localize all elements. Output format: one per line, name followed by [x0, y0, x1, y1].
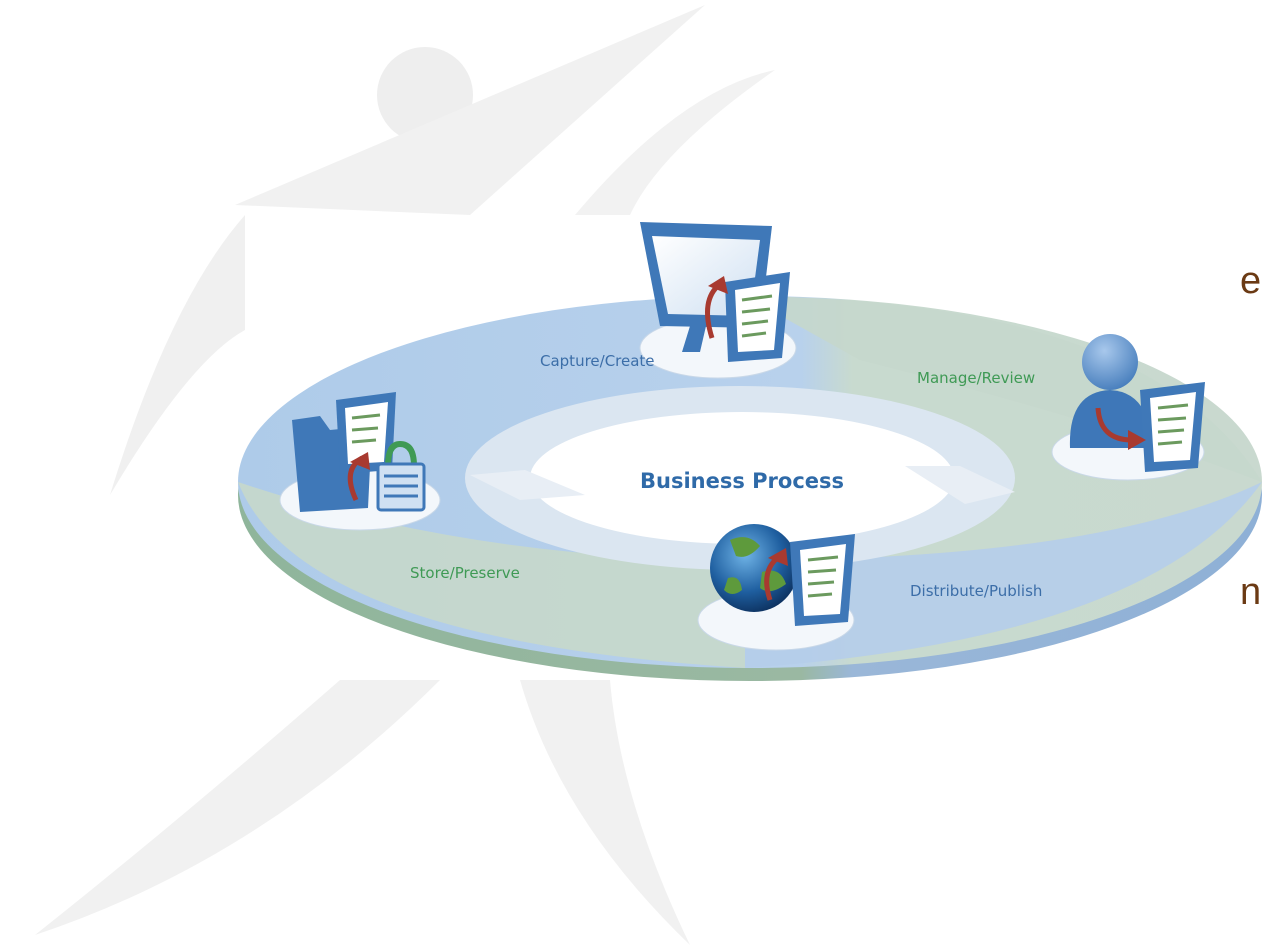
user-head-icon: [1082, 334, 1138, 390]
distribute-label: Distribute/Publish: [910, 582, 1042, 600]
store-label: Store/Preserve: [410, 564, 520, 582]
globe-icon: [710, 524, 798, 612]
capture-node: [639, 222, 797, 379]
cut-off-text-fragment-2: n: [1240, 571, 1262, 613]
lock-lines: [384, 474, 418, 498]
center-label: Business Process: [640, 469, 844, 493]
store-document-icon: [336, 392, 396, 474]
lock-shackle-icon: [385, 440, 417, 467]
manage-document-icon: [1140, 382, 1205, 472]
store-node: [279, 392, 441, 531]
manage-label: Manage/Review: [917, 369, 1035, 387]
store-arrowhead: [350, 452, 370, 470]
watermark-left-limb-shape: [110, 215, 245, 495]
capture-label: Capture/Create: [540, 352, 655, 370]
watermark-leg-left-shape: [35, 680, 440, 935]
capture-document-icon: [725, 272, 790, 362]
globe-continents: [724, 537, 786, 594]
ring-distribute-quadrant: [745, 482, 1262, 668]
manage-node: [1051, 334, 1205, 481]
manage-arrowhead: [1128, 430, 1146, 450]
watermark-arm2-shape: [575, 70, 775, 215]
arrow-head-right: [905, 466, 1015, 504]
arrow-head-left: [470, 470, 585, 500]
capture-arrowhead: [708, 276, 728, 294]
distribute-arrowhead: [768, 548, 788, 566]
manage-arrow-icon: [1095, 407, 1133, 443]
cut-off-text-fragment-1: e: [1240, 260, 1262, 302]
distribute-document-icon: [790, 534, 855, 626]
watermark-leg-right-shape: [520, 680, 690, 945]
distribute-node: [697, 524, 855, 651]
monitor-stand: [682, 326, 706, 352]
inner-center-disc: [530, 412, 954, 544]
watermark-arm-shape: [235, 5, 705, 215]
